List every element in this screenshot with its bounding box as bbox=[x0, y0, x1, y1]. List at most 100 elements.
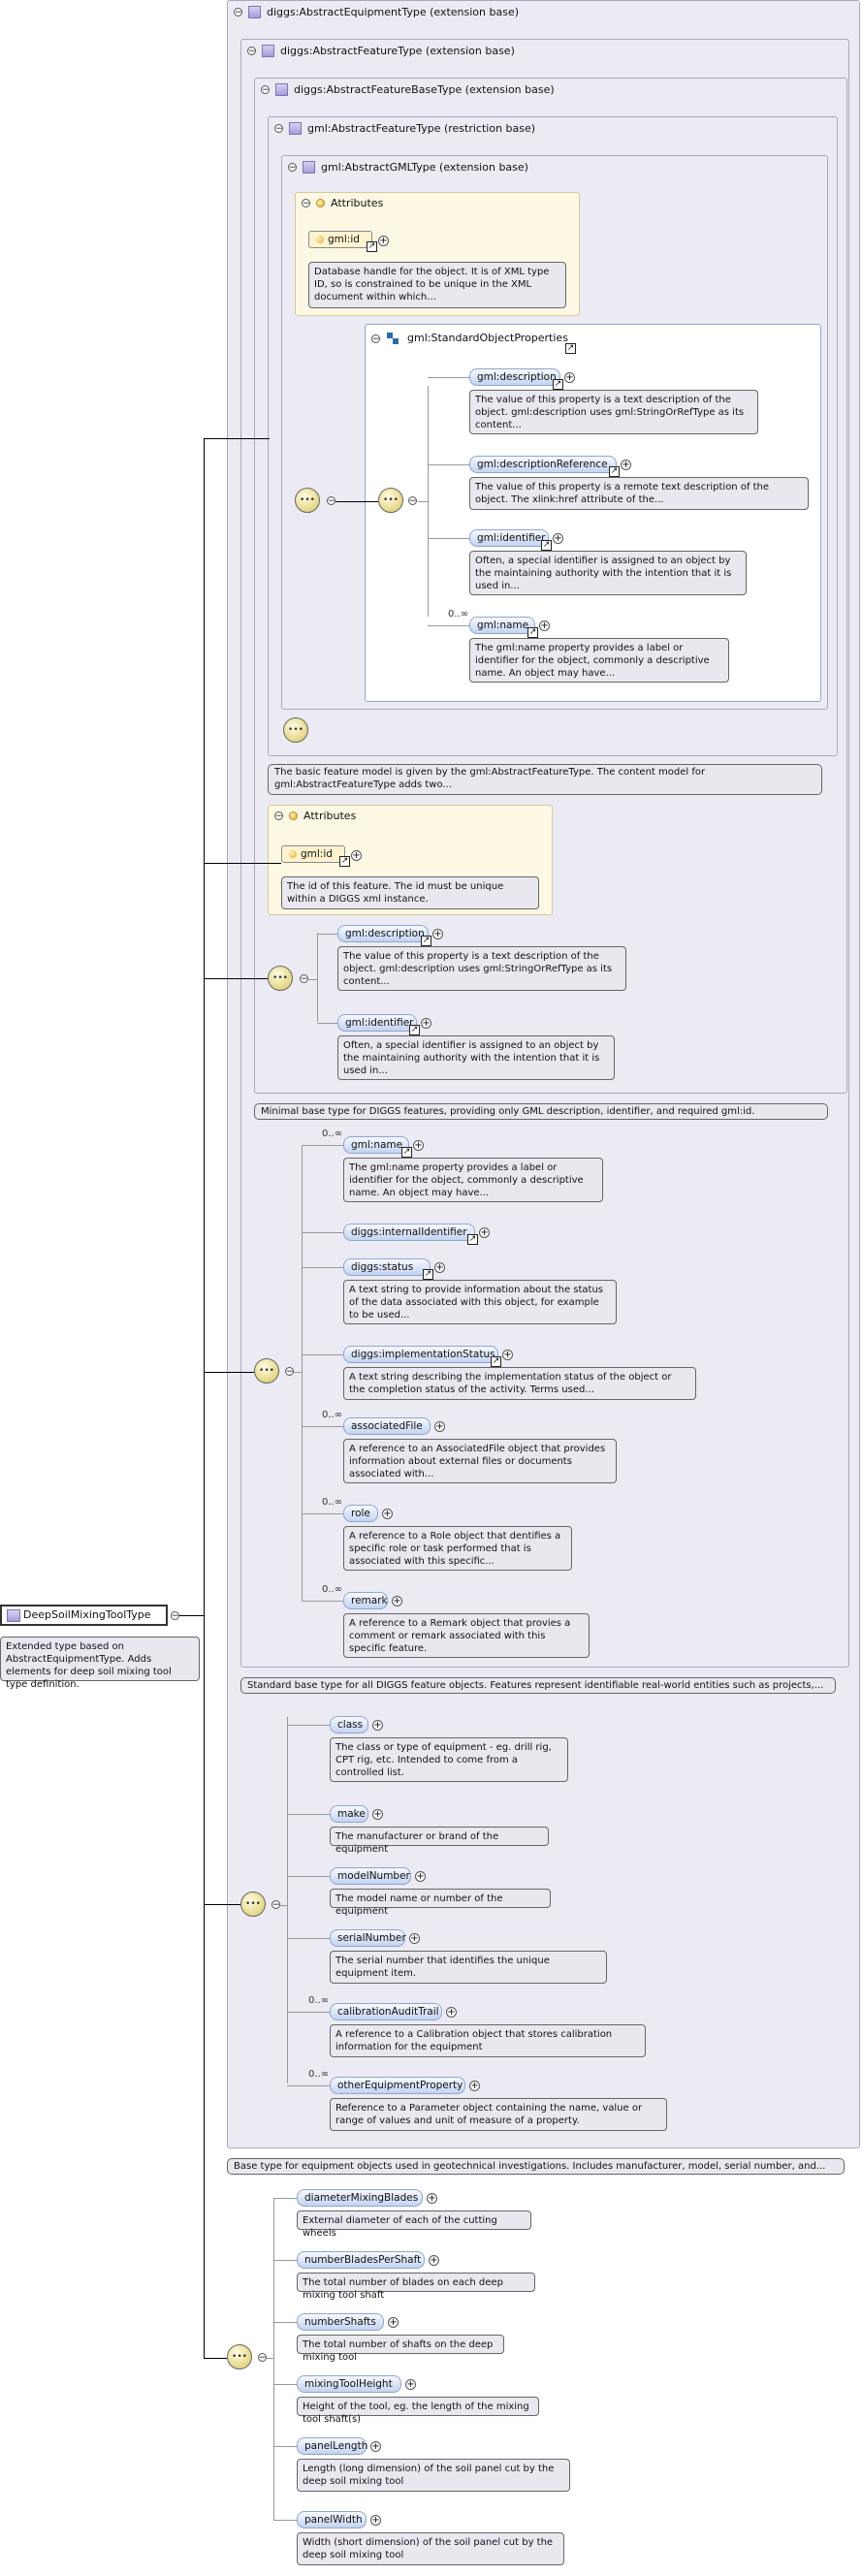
link-icon[interactable]: ↗ bbox=[565, 343, 576, 354]
expand-icon[interactable]: + bbox=[446, 2007, 457, 2018]
gml-id-attribute[interactable]: gml:id bbox=[281, 845, 345, 863]
element-node[interactable]: diggs:status bbox=[343, 1258, 431, 1276]
expand-icon[interactable]: + bbox=[415, 1871, 426, 1882]
link-icon[interactable]: ↗ bbox=[491, 1356, 501, 1367]
collapse-toggle[interactable]: − bbox=[302, 199, 310, 208]
link-icon[interactable]: ↗ bbox=[367, 241, 377, 252]
expand-icon[interactable]: + bbox=[413, 1140, 424, 1151]
expand-icon[interactable]: + bbox=[378, 236, 389, 246]
expand-icon[interactable]: + bbox=[621, 460, 631, 470]
expand-icon[interactable]: + bbox=[388, 2317, 399, 2328]
collapse-toggle[interactable]: − bbox=[408, 496, 417, 506]
element-name: panelLength bbox=[304, 2440, 368, 2452]
link-icon[interactable]: ↗ bbox=[423, 1269, 433, 1280]
element-description: The value of this property is a remote t… bbox=[469, 477, 809, 510]
element-node[interactable]: role bbox=[343, 1505, 378, 1522]
collapse-toggle[interactable]: − bbox=[234, 7, 242, 17]
expand-icon[interactable]: + bbox=[405, 2379, 416, 2390]
collapse-toggle[interactable]: − bbox=[258, 2353, 267, 2363]
element-node[interactable]: diameterMixingBlades bbox=[297, 2189, 423, 2207]
cardinality-label: 0..∞ bbox=[448, 609, 469, 620]
element-node[interactable]: gml:descriptionReference bbox=[469, 456, 617, 473]
element-description: A reference to an AssociatedFile object … bbox=[343, 1439, 617, 1483]
collapse-toggle[interactable]: − bbox=[285, 1367, 294, 1377]
link-icon[interactable]: ↗ bbox=[541, 540, 552, 551]
element-description: Height of the tool, eg. the length of th… bbox=[297, 2397, 539, 2425]
element-node[interactable]: panelLength bbox=[297, 2437, 367, 2455]
collapse-toggle[interactable]: − bbox=[300, 974, 308, 984]
expand-icon[interactable]: + bbox=[409, 1933, 420, 1944]
element-node[interactable]: calibrationAuditTrail bbox=[330, 2003, 442, 2020]
sequence-compositor-icon: ••• bbox=[295, 488, 320, 513]
collapse-toggle[interactable]: − bbox=[261, 84, 270, 95]
expand-icon[interactable]: + bbox=[370, 2515, 381, 2526]
element-node[interactable]: gml:identifier bbox=[469, 529, 549, 547]
element-node[interactable]: gml:description bbox=[469, 368, 560, 386]
group-icon bbox=[387, 333, 399, 345]
element-node[interactable]: serialNumber bbox=[330, 1929, 406, 1947]
collapse-toggle[interactable]: − bbox=[171, 1611, 179, 1621]
link-icon[interactable]: ↗ bbox=[467, 1234, 478, 1245]
link-icon[interactable]: ↗ bbox=[401, 1147, 412, 1158]
collapse-toggle[interactable]: − bbox=[288, 162, 297, 173]
element-name: serialNumber bbox=[337, 1932, 406, 1944]
link-icon[interactable]: ↗ bbox=[339, 856, 350, 867]
element-node[interactable]: modelNumber bbox=[330, 1867, 411, 1885]
link-icon[interactable]: ↗ bbox=[609, 466, 620, 477]
connector-line bbox=[428, 377, 469, 378]
element-node[interactable]: gml:name bbox=[343, 1136, 409, 1154]
expand-icon[interactable]: + bbox=[429, 2255, 439, 2266]
element-name: diggs:implementationStatus bbox=[351, 1349, 495, 1360]
link-icon[interactable]: ↗ bbox=[409, 1025, 420, 1035]
expand-icon[interactable]: + bbox=[372, 1720, 383, 1731]
expand-icon[interactable]: + bbox=[553, 533, 563, 544]
expand-icon[interactable]: + bbox=[432, 929, 443, 939]
root-type-box[interactable]: DeepSoilMixingToolType bbox=[0, 1605, 168, 1626]
expand-icon[interactable]: + bbox=[564, 372, 575, 383]
link-icon[interactable]: ↗ bbox=[527, 627, 538, 638]
element-node[interactable]: diggs:internalIdentifier bbox=[343, 1224, 475, 1241]
connector-line bbox=[273, 2520, 297, 2521]
expand-icon[interactable]: + bbox=[351, 850, 362, 861]
element-name: mixingToolHeight bbox=[304, 2378, 393, 2390]
link-icon[interactable]: ↗ bbox=[421, 936, 431, 946]
collapse-toggle[interactable]: − bbox=[274, 123, 283, 134]
collapse-toggle[interactable]: − bbox=[327, 496, 335, 506]
expand-icon[interactable]: + bbox=[372, 1809, 383, 1820]
expand-icon[interactable]: + bbox=[469, 2081, 480, 2091]
expand-icon[interactable]: + bbox=[539, 620, 550, 631]
complex-type-icon bbox=[262, 44, 274, 57]
link-icon[interactable]: ↗ bbox=[553, 379, 563, 390]
collapse-toggle[interactable]: − bbox=[247, 46, 256, 56]
expand-icon[interactable]: + bbox=[392, 1596, 402, 1606]
element-node[interactable]: panelWidth bbox=[297, 2511, 367, 2528]
expand-icon[interactable]: + bbox=[434, 1262, 445, 1273]
element-node[interactable]: gml:identifier bbox=[337, 1014, 417, 1032]
expand-icon[interactable]: + bbox=[479, 1227, 490, 1238]
collapse-toggle[interactable]: − bbox=[274, 811, 283, 821]
gml-feature-type-label: gml:AbstractFeatureType (restriction bas… bbox=[307, 121, 536, 135]
gml-id-attribute[interactable]: gml:id bbox=[308, 231, 372, 248]
element-node[interactable]: remark bbox=[343, 1592, 388, 1609]
connector-line bbox=[287, 2085, 330, 2086]
element-node[interactable]: gml:description bbox=[337, 925, 429, 942]
element-node[interactable]: numberBladesPerShaft bbox=[297, 2251, 425, 2269]
element-node[interactable]: mixingToolHeight bbox=[297, 2375, 401, 2393]
expand-icon[interactable]: + bbox=[382, 1509, 393, 1519]
expand-icon[interactable]: + bbox=[421, 1018, 431, 1029]
element-node[interactable]: diggs:implementationStatus bbox=[343, 1346, 498, 1363]
collapse-toggle[interactable]: − bbox=[371, 334, 380, 344]
element-node[interactable]: class bbox=[330, 1716, 368, 1733]
element-node[interactable]: gml:name bbox=[469, 617, 535, 634]
expand-icon[interactable]: + bbox=[427, 2193, 437, 2204]
element-node[interactable]: associatedFile bbox=[343, 1417, 431, 1435]
element-name: modelNumber bbox=[337, 1870, 410, 1882]
expand-icon[interactable]: + bbox=[370, 2441, 381, 2452]
gml-feature-type-annotation: The basic feature model is given by the … bbox=[268, 764, 822, 795]
expand-icon[interactable]: + bbox=[502, 1350, 513, 1360]
element-node[interactable]: otherEquipmentProperty bbox=[330, 2077, 465, 2094]
expand-icon[interactable]: + bbox=[434, 1421, 445, 1432]
element-node[interactable]: make bbox=[330, 1805, 368, 1823]
element-node[interactable]: numberShafts bbox=[297, 2313, 384, 2331]
collapse-toggle[interactable]: − bbox=[271, 1900, 280, 1910]
